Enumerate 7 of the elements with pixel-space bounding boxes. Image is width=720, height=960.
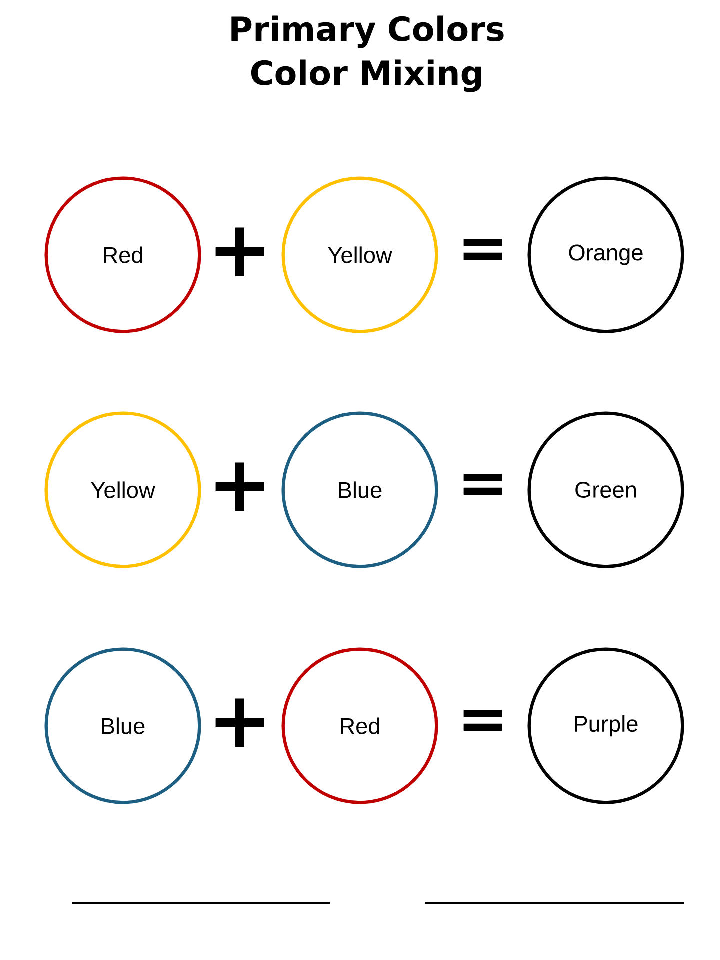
- equals-sign: =: [464, 710, 502, 731]
- equals-sign: =: [464, 474, 502, 495]
- plus-sign: +: [216, 698, 264, 748]
- title: Primary Colors Color Mixing: [232, 16, 504, 92]
- equals-sign: =: [464, 239, 502, 260]
- plus-sign: +: [216, 228, 264, 276]
- plus-sign: +: [216, 462, 264, 512]
